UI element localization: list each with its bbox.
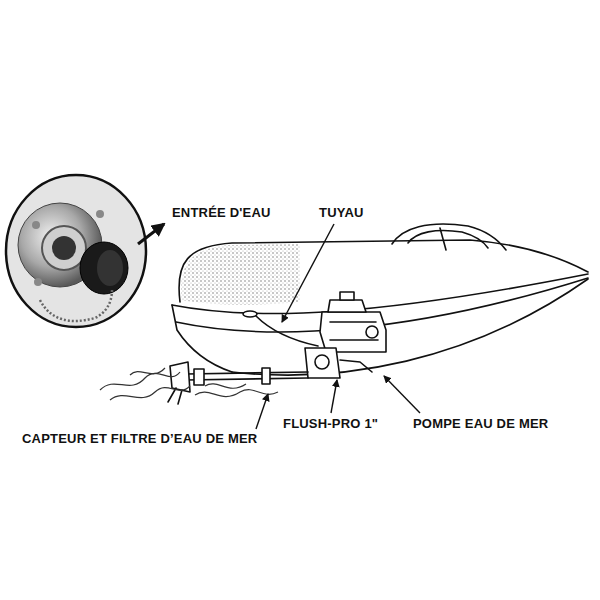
pickup-label: CAPTEUR ET FILTRE D’EAU DE MER bbox=[22, 431, 257, 446]
hose-label: TUYAU bbox=[319, 205, 364, 220]
pump-label: POMPE EAU DE MER bbox=[413, 416, 548, 431]
flush-label: FLUSH-PRO 1" bbox=[283, 416, 378, 431]
inlet-label: ENTRÉE D'EAU bbox=[172, 205, 271, 220]
